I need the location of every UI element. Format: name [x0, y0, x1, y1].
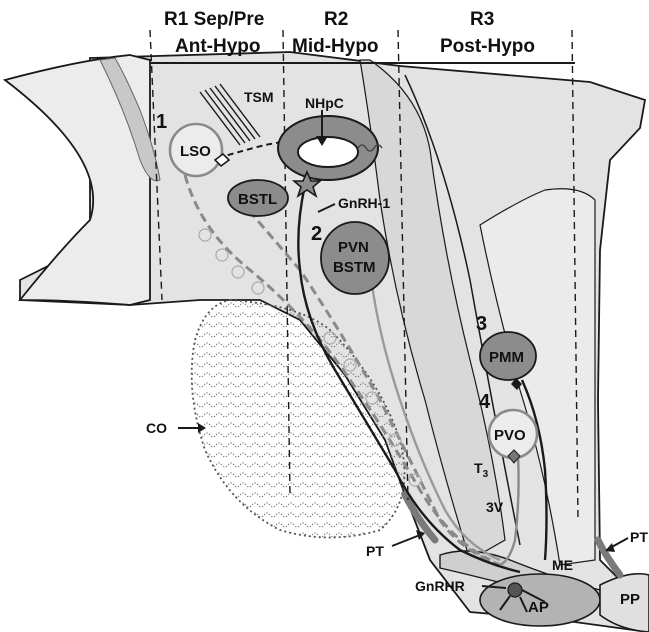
pvn-label: PVN [338, 239, 369, 256]
region2-top-label: R2 [324, 9, 348, 30]
pt-left-arrow [392, 535, 420, 546]
pp-label: PP [620, 591, 640, 608]
pmm-label: PMM [489, 349, 524, 366]
nhpc-label: NHpC [305, 95, 344, 111]
pvn-bstm-node [321, 222, 389, 294]
pt-right-label: PT [630, 529, 648, 545]
gnrh1-label: GnRH-1 [338, 195, 390, 211]
co-label: CO [146, 420, 167, 436]
pt-right-arrowhead [605, 543, 615, 552]
me-label: ME [552, 557, 573, 573]
region1-top-label: R1 Sep/Pre [164, 9, 264, 30]
region3-bottom-label: Post-Hypo [440, 36, 535, 57]
gnrhr-receptor [508, 583, 522, 597]
bstm-label: BSTM [333, 259, 376, 276]
number-1: 1 [156, 111, 167, 133]
region3-top-label: R3 [470, 9, 494, 30]
tsm-label: TSM [244, 89, 274, 105]
bstl-label: BSTL [238, 191, 277, 208]
gnrhr-label: GnRHR [415, 578, 465, 594]
pt-left-label: PT [366, 543, 384, 559]
pvo-label: PVO [494, 427, 526, 444]
region2-bottom-label: Mid-Hypo [292, 36, 379, 57]
number-2: 2 [311, 223, 322, 245]
lso-label: LSO [180, 143, 211, 160]
number-4: 4 [479, 391, 491, 413]
number-3: 3 [476, 313, 487, 335]
ap-label: AP [528, 599, 549, 616]
third-ventricle-label: 3V [486, 499, 504, 515]
nhpc-inner [298, 137, 358, 167]
region1-bottom-label: Ant-Hypo [175, 36, 260, 57]
